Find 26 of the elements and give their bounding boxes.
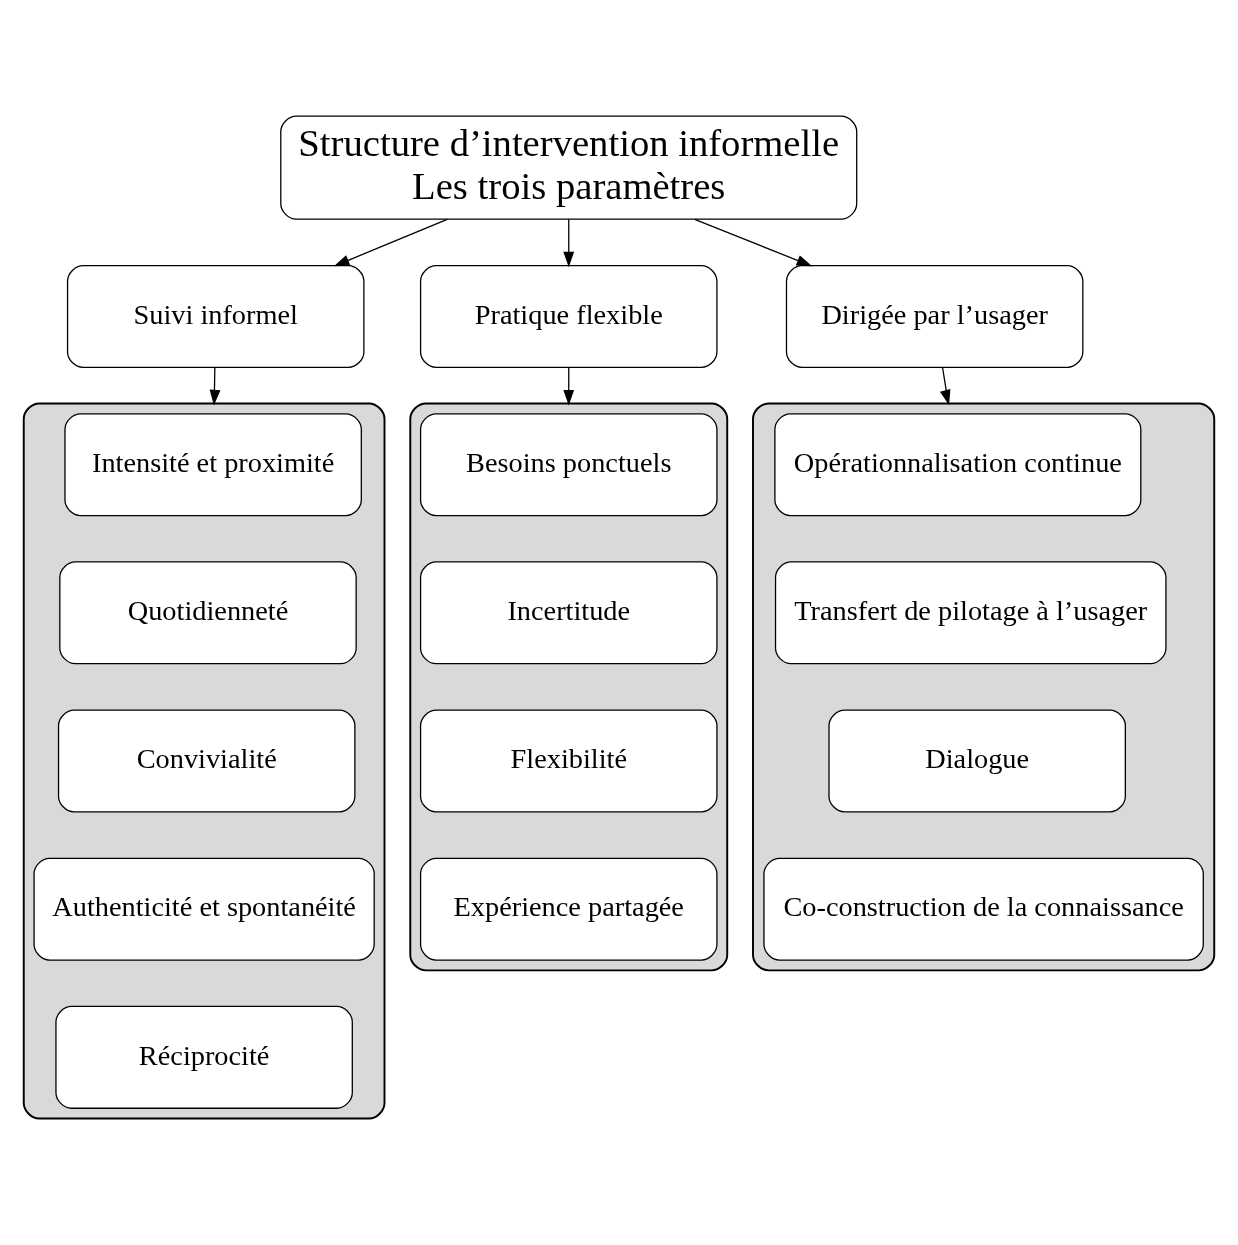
node-box: Pratique flexible <box>419 264 718 369</box>
arrow <box>333 218 448 267</box>
node-box: Co-construction de la connaissance <box>763 857 1204 961</box>
node-box: Authenticité et spontanéité <box>33 857 375 961</box>
arrow <box>939 366 951 406</box>
node-box: Opérationnalisation continue <box>774 413 1142 517</box>
node-box: Convivialité <box>57 709 356 813</box>
cluster <box>752 402 1216 972</box>
node-box: Dirigée par l’usager <box>785 264 1084 369</box>
arrow <box>694 218 813 267</box>
cluster <box>409 402 729 972</box>
node-box: Expérience partagée <box>419 857 718 961</box>
node-box: Flexibilité <box>419 709 718 813</box>
node-box: Structure d’intervention informelle Les trois paramètres <box>280 115 858 220</box>
arrow <box>563 218 575 268</box>
node-box: Besoins ponctuels <box>419 413 718 517</box>
cluster <box>22 402 386 1120</box>
node-box: Transfert de pilotage à l’usager <box>774 561 1167 665</box>
node-box: Réciprocité <box>55 1005 353 1109</box>
node-box: Intensité et proximité <box>64 413 362 517</box>
node-box: Incertitude <box>419 561 718 665</box>
arrow <box>563 366 575 406</box>
node-box: Suivi informel <box>66 264 365 369</box>
node-box: Dialogue <box>828 709 1126 813</box>
node-box: Quotidienneté <box>59 561 357 665</box>
arrow <box>209 366 221 406</box>
